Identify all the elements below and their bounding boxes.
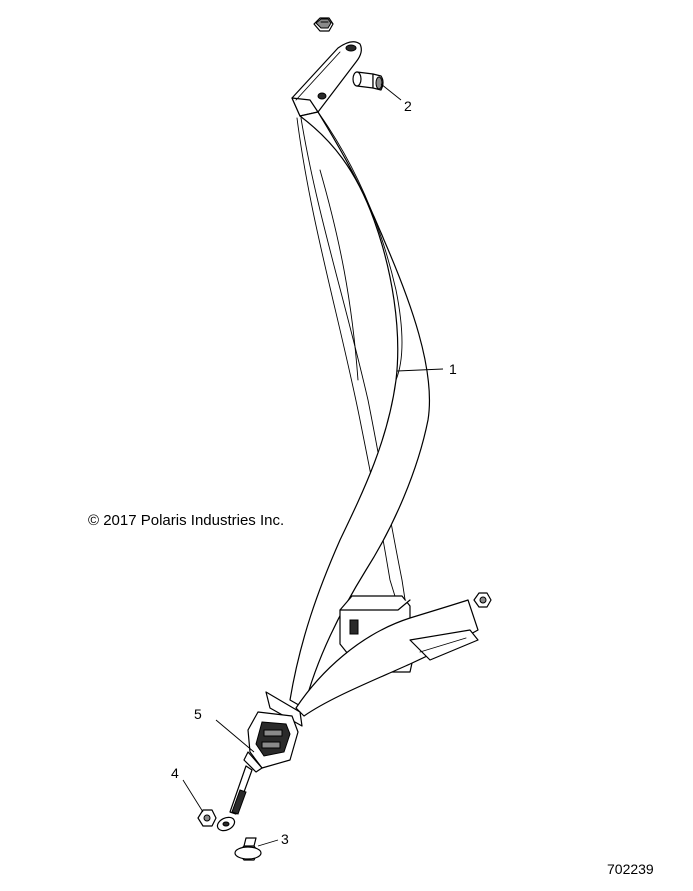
callout-4: 4	[171, 765, 179, 781]
seat-belt-buckle	[243, 691, 303, 773]
lower-belt-section	[295, 599, 479, 717]
upper-anchor-plate	[291, 41, 362, 117]
callout-1: 1	[449, 361, 457, 377]
leader-lines	[182, 83, 444, 847]
lower-flange-bolt	[234, 837, 262, 861]
upper-flange-bolt	[352, 71, 384, 91]
top-hex-nut	[313, 17, 334, 32]
callout-5: 5	[194, 706, 202, 722]
copyright-notice: © 2017 Polaris Industries Inc.	[88, 512, 284, 529]
right-hex-nut	[473, 592, 492, 608]
diagram-id: 702239	[607, 861, 654, 877]
callout-3: 3	[281, 831, 289, 847]
buckle-cable	[216, 765, 253, 832]
lower-hex-nut	[197, 809, 217, 827]
callout-2: 2	[404, 98, 412, 114]
